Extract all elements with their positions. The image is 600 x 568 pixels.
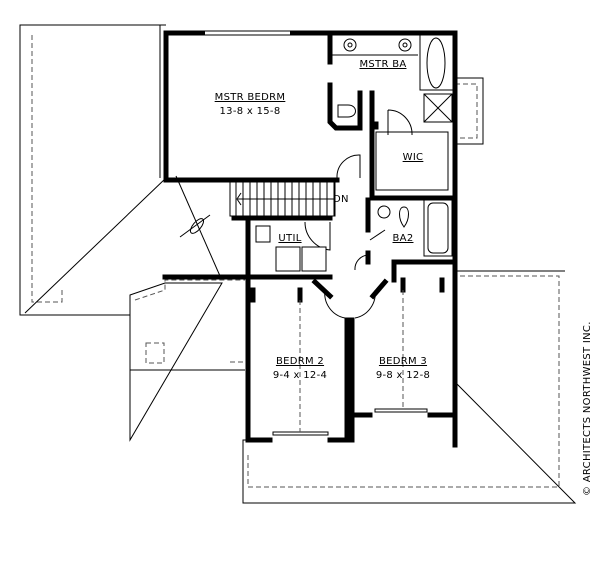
copyright-text: © ARCHITECTS NORTHWEST INC. bbox=[582, 321, 593, 496]
room-label-wic: WIC bbox=[403, 152, 424, 163]
room-label-mstr-bedrm: MSTR BEDRM bbox=[215, 92, 286, 103]
room-label-bedrm-3: BEDRM 3 bbox=[379, 356, 427, 367]
walls bbox=[162, 30, 458, 448]
bath-fixtures bbox=[255, 32, 454, 272]
room-label-util: UTIL bbox=[278, 233, 301, 244]
doors bbox=[299, 109, 413, 432]
staircase bbox=[229, 181, 336, 217]
stair-label: DN bbox=[333, 194, 349, 205]
room-label-bedrm-2: BEDRM 2 bbox=[276, 356, 324, 367]
room-size-bedrm-2: 9-4 x 12-4 bbox=[273, 370, 327, 381]
bay-bump bbox=[454, 77, 484, 145]
room-size-bedrm-3: 9-8 x 12-8 bbox=[376, 370, 430, 381]
room-label-ba2: BA2 bbox=[393, 233, 414, 244]
room-label-mstr-ba: MSTR BA bbox=[359, 59, 406, 70]
room-size-mstr-bedrm: 13-8 x 15-8 bbox=[220, 106, 281, 117]
room-labels: MSTR BEDRM 13-8 x 15-8 MSTR BA WIC UTIL … bbox=[215, 59, 593, 496]
left-roof-outline bbox=[19, 24, 245, 442]
lower-roof-outline bbox=[230, 270, 577, 504]
